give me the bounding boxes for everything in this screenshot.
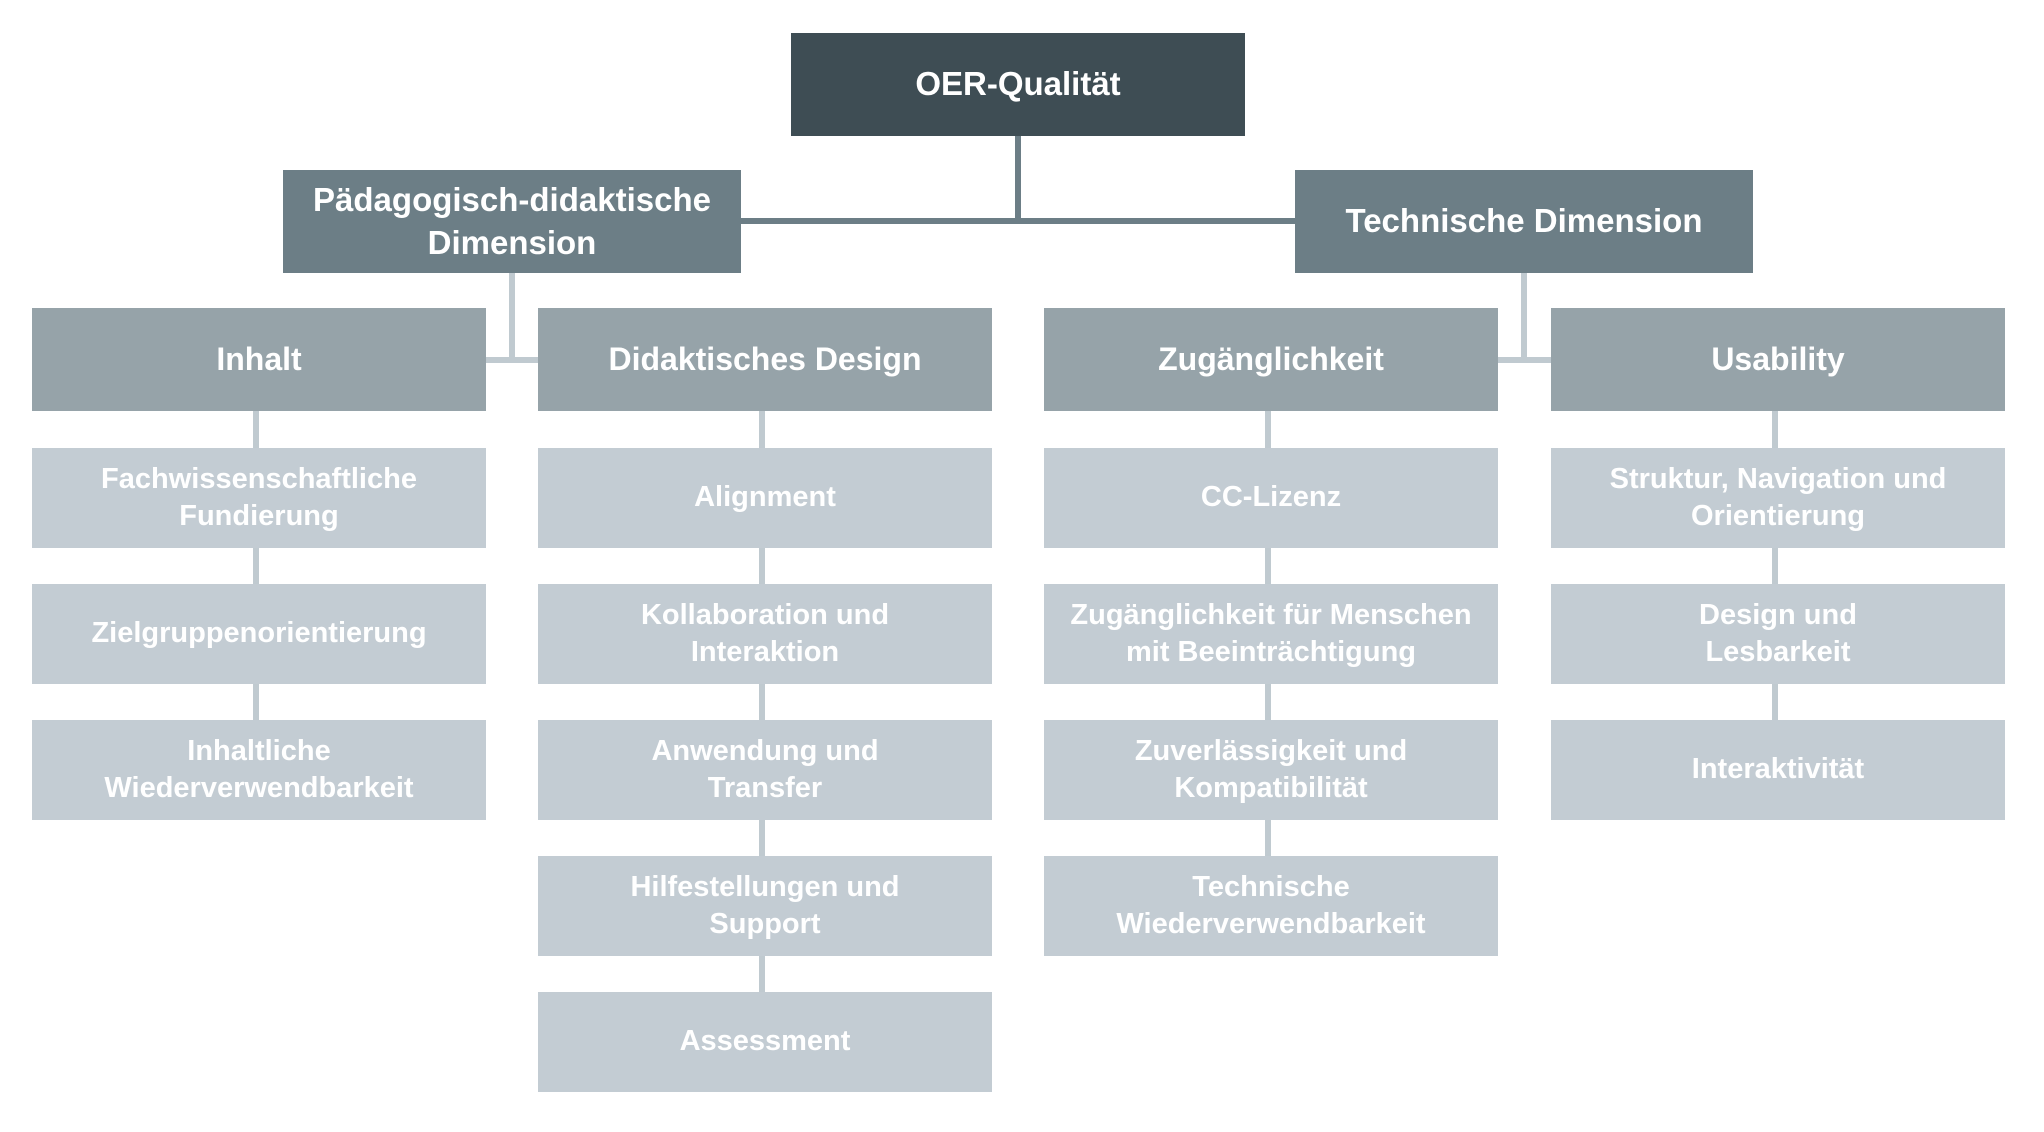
node-zielgruppenorientierung: Zielgruppenorientierung bbox=[32, 584, 486, 684]
connector-col1-stem-1 bbox=[253, 411, 259, 448]
connector-col2-stem-1 bbox=[759, 411, 765, 448]
node-zugaenglichkeit: Zugänglichkeit bbox=[1044, 308, 1498, 411]
connector-col2-stem-3 bbox=[759, 684, 765, 720]
node-oer-qualitaet: OER-Qualität bbox=[791, 33, 1245, 136]
node-inhalt: Inhalt bbox=[32, 308, 486, 411]
node-usability: Usability bbox=[1551, 308, 2005, 411]
node-didaktisches-design: Didaktisches Design bbox=[538, 308, 992, 411]
node-anwendung-und-transfer: Anwendung und Transfer bbox=[538, 720, 992, 820]
connector-col4-stem-2 bbox=[1772, 548, 1778, 584]
connector-col4-stem-3 bbox=[1772, 684, 1778, 720]
connector-dimension2-crossbar bbox=[1498, 357, 1551, 363]
node-paedagogisch-didaktische-dimension: Pädagogisch-didaktische Dimension bbox=[283, 170, 741, 273]
connector-col2-stem-5 bbox=[759, 956, 765, 992]
connector-dimension2-stem bbox=[1521, 273, 1527, 363]
node-cc-lizenz: CC-Lizenz bbox=[1044, 448, 1498, 548]
node-technische-wiederverwendbarkeit: Technische Wiederverwendbarkeit bbox=[1044, 856, 1498, 956]
node-design-und-lesbarkeit: Design und Lesbarkeit bbox=[1551, 584, 2005, 684]
node-interaktivitaet: Interaktivität bbox=[1551, 720, 2005, 820]
node-zugaenglichkeit-fuer-menschen: Zugänglichkeit für Menschen mit Beeinträ… bbox=[1044, 584, 1498, 684]
node-kollaboration-und-interaktion: Kollaboration und Interaktion bbox=[538, 584, 992, 684]
connector-col2-stem-4 bbox=[759, 820, 765, 856]
node-inhaltliche-wiederverwendbarkeit: Inhaltliche Wiederverwendbarkeit bbox=[32, 720, 486, 820]
node-hilfestellungen-und-support: Hilfestellungen und Support bbox=[538, 856, 992, 956]
connector-col3-stem-1 bbox=[1265, 411, 1271, 448]
connector-root-stem bbox=[1015, 136, 1021, 223]
connector-col3-stem-2 bbox=[1265, 548, 1271, 584]
connector-col1-stem-3 bbox=[253, 684, 259, 720]
node-assessment: Assessment bbox=[538, 992, 992, 1092]
node-fachwissenschaftliche-fundierung: Fachwissenschaftliche Fundierung bbox=[32, 448, 486, 548]
connector-dimension1-stem bbox=[509, 273, 515, 363]
node-zuverlaessigkeit-und-kompatibilitaet: Zuverlässigkeit und Kompatibilität bbox=[1044, 720, 1498, 820]
connector-dimension1-crossbar bbox=[486, 357, 538, 363]
connector-col4-stem-1 bbox=[1772, 411, 1778, 448]
node-technische-dimension: Technische Dimension bbox=[1295, 170, 1753, 273]
connector-col2-stem-2 bbox=[759, 548, 765, 584]
connector-root-crossbar bbox=[741, 218, 1295, 224]
connector-col3-stem-3 bbox=[1265, 684, 1271, 720]
node-struktur-navigation-orientierung: Struktur, Navigation und Orientierung bbox=[1551, 448, 2005, 548]
connector-col1-stem-2 bbox=[253, 548, 259, 584]
connector-col3-stem-4 bbox=[1265, 820, 1271, 856]
node-alignment: Alignment bbox=[538, 448, 992, 548]
